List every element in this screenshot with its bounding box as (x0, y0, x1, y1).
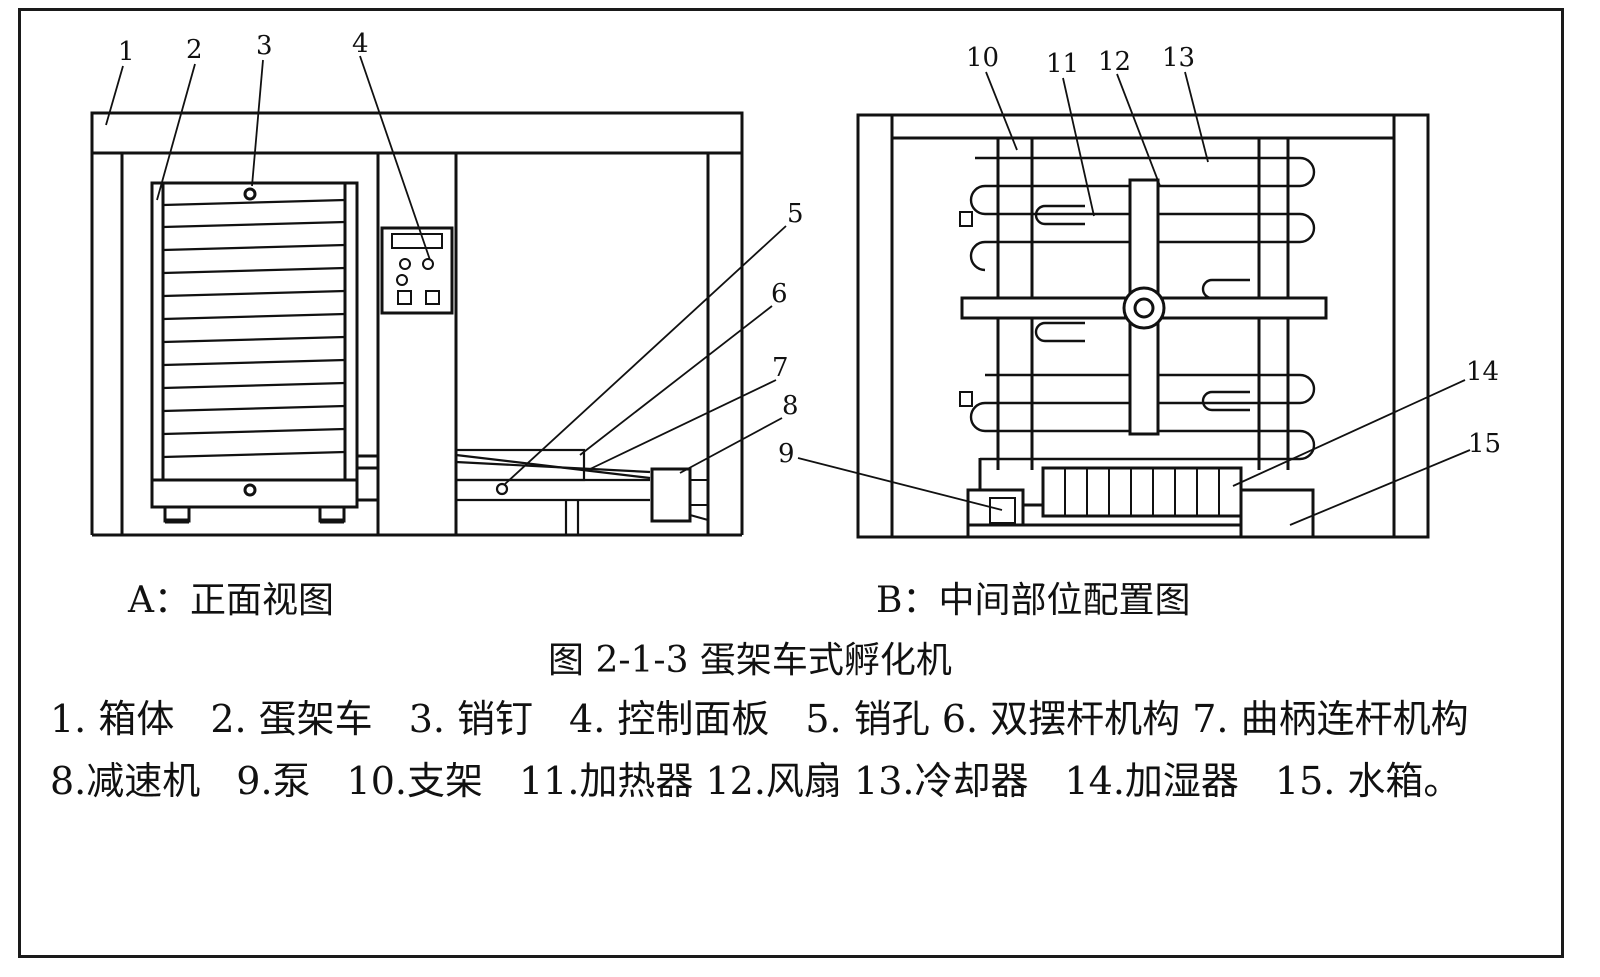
callout-10: 10 (966, 43, 999, 73)
legend-item-9: 9.泵 (236, 759, 311, 803)
legend-item-4: 4. 控制面板 (569, 697, 770, 741)
middle-view-drawing (797, 71, 1471, 539)
heater-element (1034, 204, 1085, 226)
control-panel (380, 226, 454, 315)
water-tank (1239, 488, 1315, 539)
callout-4: 4 (352, 29, 369, 59)
callout-1: 1 (118, 37, 135, 67)
cooler-coil (969, 156, 1316, 272)
figure-frame (18, 8, 1564, 958)
callout-5: 5 (787, 199, 804, 229)
humidifier (1041, 466, 1243, 518)
callout-9: 9 (778, 439, 795, 469)
callout-14: 14 (1466, 357, 1499, 387)
callout-11: 11 (1046, 49, 1079, 79)
fan-hub (1122, 286, 1166, 330)
pump (966, 488, 1025, 527)
legend-item-7: 7. 曲柄连杆机构 (1192, 697, 1469, 741)
legend-item-2: 2. 蛋架车 (210, 697, 373, 741)
legend-item-1: 1. 箱体 (50, 697, 175, 741)
front-view-drawing (90, 55, 787, 537)
figure-title: 图 2-1-3 蛋架车式孵化机 (548, 640, 952, 681)
cabinet-top-beam (90, 111, 744, 155)
callout-8: 8 (782, 391, 799, 421)
callout-13: 13 (1162, 43, 1195, 73)
legend-item-14: 14.加湿器 (1064, 759, 1239, 803)
legend-item-5: 5. 销孔 (805, 697, 930, 741)
legend-item-13: 13.冷却器 (854, 759, 1029, 803)
legend-item-12: 12.风扇 (705, 759, 842, 803)
legend-item-11: 11.加热器 (518, 759, 694, 803)
reducer-box (650, 467, 692, 523)
callout-2: 2 (186, 35, 203, 65)
legend-item-3: 3. 销钉 (408, 697, 534, 741)
legend: 1. 箱体 2. 蛋架车 3. 销钉 4. 控制面板 5. 销孔 6. 双摆杆机构 7.… (50, 688, 1540, 812)
legend-item-10: 10.支架 (346, 759, 483, 803)
incubator-diagram: 1 2 3 4 5 6 7 8 9 10 11 12 13 14 15 A：正面… (90, 29, 1501, 681)
callout-7: 7 (772, 353, 789, 383)
view-a-caption: A：正面视图 (127, 580, 334, 621)
legend-item-6: 6. 双摆杆机构 (941, 697, 1181, 741)
legend-item-8: 8.减速机 (50, 759, 201, 803)
callout-3: 3 (256, 31, 273, 61)
view-b-caption: B：中间部位配置图 (876, 580, 1190, 621)
callout-15: 15 (1468, 429, 1501, 459)
callout-6: 6 (771, 279, 788, 309)
callout-12: 12 (1098, 47, 1131, 77)
cabinet-outline (856, 113, 1430, 539)
legend-item-15: 15. 水箱。 (1274, 759, 1462, 803)
